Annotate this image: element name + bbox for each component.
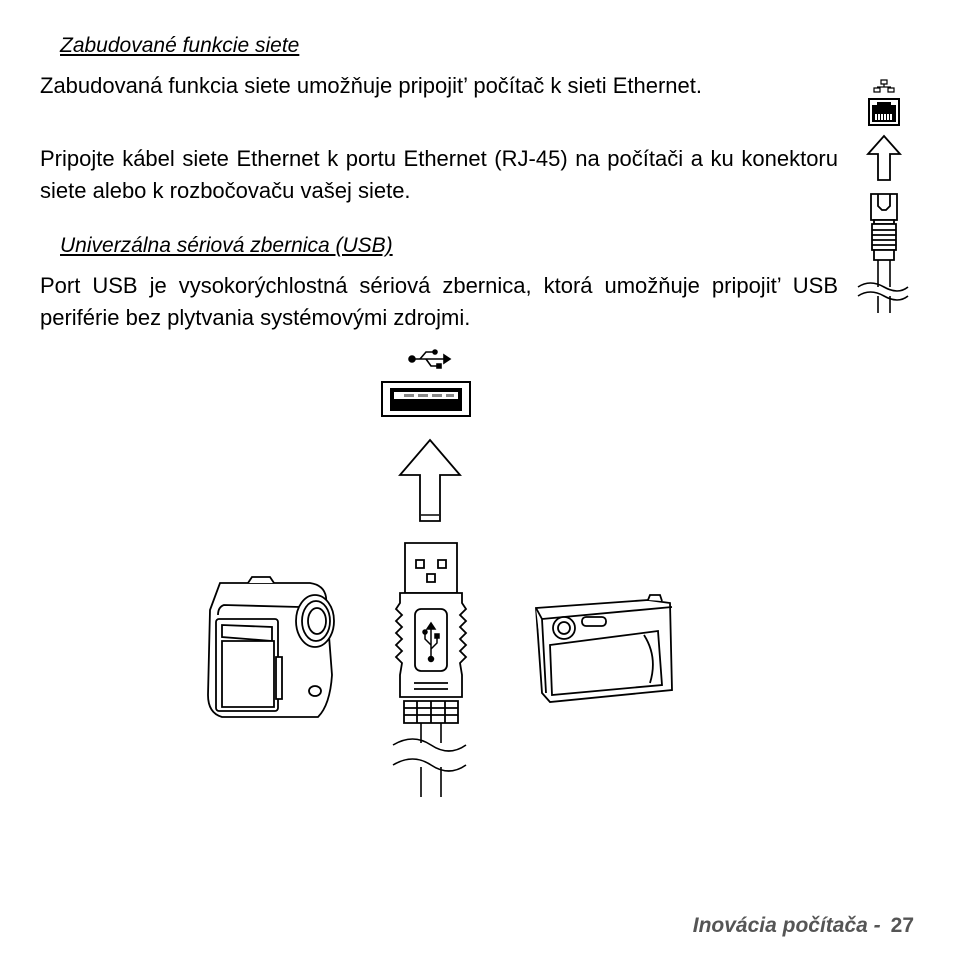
camcorder-icon xyxy=(208,577,334,717)
usb-icon xyxy=(409,350,450,368)
ethernet-plug xyxy=(871,194,897,260)
page-footer: Inovácia počítača - 27 xyxy=(693,914,914,938)
usb-arrow xyxy=(400,440,460,521)
usb-plug-symbol-icon xyxy=(423,623,439,662)
usb-cable xyxy=(393,723,466,797)
page-number: 27 xyxy=(890,914,914,937)
footer-section-title: Inovácia počítača - xyxy=(692,914,881,937)
ethernet-heading: Zabudované funkcie siete xyxy=(60,34,300,57)
usb-port xyxy=(382,382,470,416)
ethernet-paragraph-2: Pripojte kábel siete Ethernet k portu Et… xyxy=(40,146,838,203)
ethernet-paragraph-1: Zabudovaná funkcia siete umožňuje pripoj… xyxy=(40,73,702,98)
ethernet-arrow xyxy=(868,136,900,180)
network-icon xyxy=(874,80,894,92)
ethernet-port xyxy=(869,99,899,125)
ethernet-cable xyxy=(858,260,908,313)
digital-camera-icon xyxy=(536,595,672,702)
usb-illustration xyxy=(200,345,680,805)
usb-heading: Univerzálna sériová zbernica (USB) xyxy=(60,234,393,257)
ethernet-illustration xyxy=(850,74,920,319)
usb-paragraph-1: Port USB je vysokorýchlostná sériová zbe… xyxy=(40,273,838,330)
